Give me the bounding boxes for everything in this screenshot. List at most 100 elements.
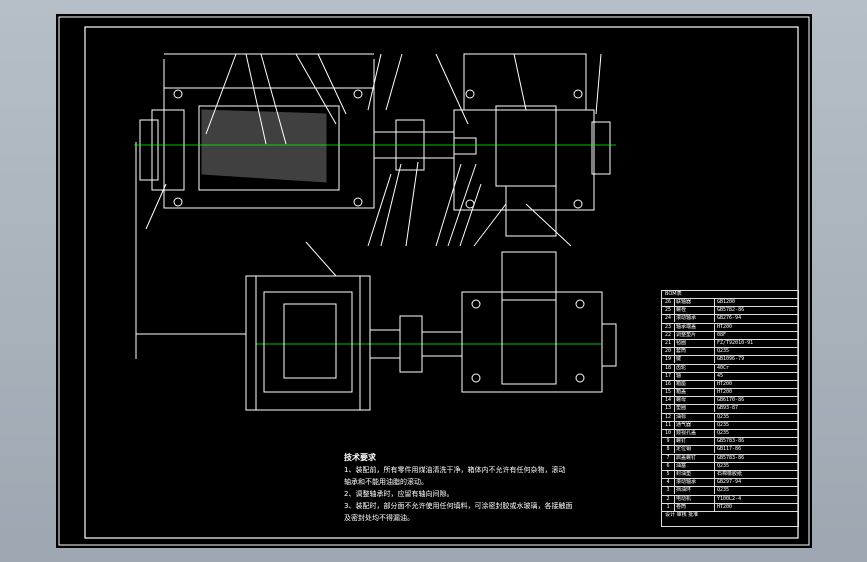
bom-index: 20 bbox=[662, 348, 675, 356]
outer-border bbox=[58, 16, 810, 546]
bom-spec: Q235 bbox=[717, 421, 730, 428]
bom-spec: Y100L2-4 bbox=[717, 495, 742, 502]
requirement-line: 3、装配时，部分面不允许使用任何填料，可涂密封胶或水玻璃，各接触面 bbox=[344, 502, 573, 510]
bom-spec: GB1200 bbox=[717, 299, 736, 305]
bom-name: 联轴器 bbox=[675, 299, 715, 306]
center-lines bbox=[134, 144, 616, 345]
bom-name: 调整垫片 bbox=[675, 331, 715, 339]
bom-name: 滚动轴承 bbox=[675, 315, 715, 323]
bom-spec: HT200 bbox=[717, 380, 733, 387]
bom-name: 启盖螺钉 bbox=[675, 454, 715, 462]
bom-index: 1 bbox=[662, 503, 675, 511]
bom-index: 11 bbox=[662, 421, 675, 429]
bom-spec: HT200 bbox=[717, 503, 733, 510]
bom-name: 油标 bbox=[675, 413, 715, 421]
bom-spec: 08F bbox=[717, 331, 727, 338]
bom-spec: Q235 bbox=[717, 462, 730, 469]
bom-index: 14 bbox=[662, 397, 675, 405]
requirement-line: 轴承和不能用油脂的滚动。 bbox=[344, 478, 428, 486]
bom-name: 螺钉 bbox=[675, 438, 715, 446]
bottom-assembly bbox=[245, 241, 617, 411]
bom-index: 13 bbox=[662, 405, 675, 413]
bom-index: 16 bbox=[662, 380, 675, 388]
requirement-line: 1、装配前，所有零件用煤油清洗干净，箱体内不允许有任何杂物，滚动 bbox=[344, 466, 566, 474]
bom-index: 21 bbox=[662, 339, 675, 347]
title-block-footer: 设计 审核 批准 bbox=[661, 511, 799, 527]
bom-index: 22 bbox=[662, 331, 675, 339]
bom-name: 毡圈 bbox=[675, 339, 715, 347]
requirement-line: 及密封处均不得漏油。 bbox=[344, 514, 414, 522]
bom-spec: GB1096-79 bbox=[717, 356, 745, 363]
bom-index: 18 bbox=[662, 364, 675, 372]
bom-name: 箱盖 bbox=[675, 389, 715, 397]
technical-requirements-title: 技术要求 bbox=[344, 453, 376, 462]
bom-index: 3 bbox=[662, 487, 675, 495]
drawing-canvas: 技术要求 1、装配前，所有零件用煤油清洗干净，箱体内不允许有任何杂物，滚动 轴承… bbox=[56, 14, 812, 548]
bom-index: 19 bbox=[662, 356, 675, 364]
bom-name: 卷筒 bbox=[675, 503, 715, 511]
technical-requirements: 技术要求 1、装配前，所有零件用煤油清洗干净，箱体内不允许有任何杂物，滚动 轴承… bbox=[344, 452, 644, 524]
bom-name: 窥视孔盖 bbox=[675, 430, 715, 437]
bom-index: 26 bbox=[662, 299, 675, 306]
bom-name: 螺栓 bbox=[675, 307, 715, 315]
bom-name: 油塞 bbox=[675, 462, 715, 470]
bom-index: 25 bbox=[662, 307, 675, 315]
bom-spec: Q235 bbox=[717, 348, 730, 355]
bom-name: 封油垫 bbox=[675, 470, 715, 478]
top-assembly bbox=[135, 53, 611, 359]
bom-name: 滚动轴承 bbox=[675, 479, 715, 487]
bom-name: 齿轮 bbox=[675, 364, 715, 372]
bom-spec: Q235 bbox=[717, 430, 730, 436]
bom-index: 6 bbox=[662, 462, 675, 470]
bom-index: 12 bbox=[662, 413, 675, 421]
bom-name: 轴承端盖 bbox=[675, 323, 715, 331]
bom-index: 7 bbox=[662, 454, 675, 462]
bom-name: 电动机 bbox=[675, 495, 715, 503]
bom-spec: GB297-94 bbox=[717, 479, 742, 486]
bom-spec: GB6170-86 bbox=[717, 397, 745, 404]
bom-index: 9 bbox=[662, 438, 675, 446]
bom-name: 定位销 bbox=[675, 446, 715, 454]
bom-index: 2 bbox=[662, 495, 675, 503]
bom-name: 挡油环 bbox=[675, 487, 715, 495]
bom-name: 套筒 bbox=[675, 348, 715, 356]
bom-index: 5 bbox=[662, 470, 675, 478]
bom-spec: GB117-86 bbox=[717, 446, 742, 453]
bom-index: 17 bbox=[662, 372, 675, 380]
bom-spec: FZ/T92010-91 bbox=[717, 339, 754, 346]
bom-spec: GB93-87 bbox=[717, 405, 739, 412]
requirement-line: 2、调整轴承时，应留有轴向间隙。 bbox=[344, 490, 454, 498]
title-block-header: BOM表 bbox=[661, 290, 799, 299]
bom-index: 15 bbox=[662, 389, 675, 397]
bom-spec: 45 bbox=[717, 372, 724, 379]
bom-index: 4 bbox=[662, 479, 675, 487]
bom-name: 轴 bbox=[675, 372, 715, 380]
cad-drawing bbox=[58, 16, 810, 546]
bom-spec: GB276-94 bbox=[717, 315, 742, 322]
bom-index: 23 bbox=[662, 323, 675, 331]
bom-name: 箱座 bbox=[675, 380, 715, 388]
